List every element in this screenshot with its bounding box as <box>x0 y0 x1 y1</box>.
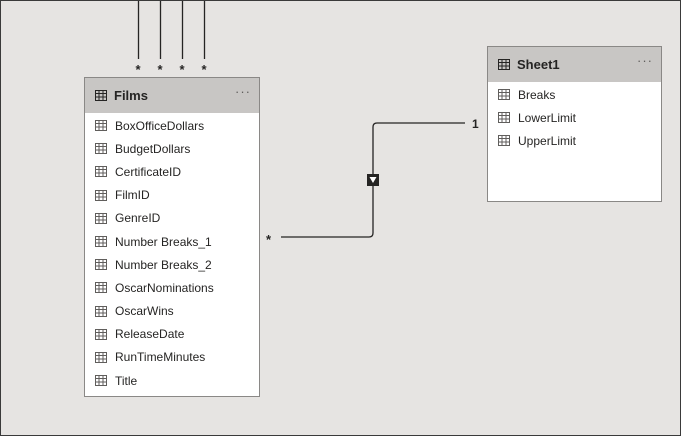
field-run-time-minutes[interactable]: RunTimeMinutes <box>85 346 259 369</box>
field-lower-limit[interactable]: LowerLimit <box>488 106 661 129</box>
field-breaks[interactable]: Breaks <box>488 83 661 106</box>
field-upper-limit[interactable]: UpperLimit <box>488 129 661 152</box>
films-field-list: BoxOfficeDollars BudgetDollars Certifica… <box>85 113 259 392</box>
field-title[interactable]: Title <box>85 369 259 392</box>
field-oscar-nominations[interactable]: OscarNominations <box>85 276 259 299</box>
cardinality-marker-top-4: * <box>202 62 208 77</box>
cardinality-marker-top-2: * <box>158 62 164 77</box>
films-more-options-button[interactable]: ··· <box>235 84 251 99</box>
field-label: Number Breaks_1 <box>115 234 212 249</box>
field-oscar-wins[interactable]: OscarWins <box>85 300 259 323</box>
field-label: FilmID <box>115 188 150 203</box>
field-label: BudgetDollars <box>115 141 191 156</box>
field-label: CertificateID <box>115 164 182 179</box>
field-budget-dollars[interactable]: BudgetDollars <box>85 137 259 160</box>
cardinality-marker-many: * <box>266 232 272 247</box>
films-table-header[interactable]: Films ··· <box>85 78 259 113</box>
field-table-icon <box>95 166 107 178</box>
field-label: OscarWins <box>115 304 174 319</box>
field-label: BoxOfficeDollars <box>115 118 205 133</box>
field-table-icon <box>498 89 510 101</box>
field-table-icon <box>95 305 107 317</box>
field-number-breaks-2[interactable]: Number Breaks_2 <box>85 253 259 276</box>
field-table-icon <box>95 328 107 340</box>
field-table-icon <box>95 259 107 271</box>
field-number-breaks-1[interactable]: Number Breaks_1 <box>85 230 259 253</box>
field-table-icon <box>95 212 107 224</box>
table-grid-icon <box>498 59 510 70</box>
sheet1-table-card[interactable]: Sheet1 ··· Breaks LowerLimit UpperLimit <box>487 46 662 202</box>
films-table-title: Films <box>114 88 148 103</box>
field-table-icon <box>95 236 107 248</box>
field-label: Title <box>115 373 138 388</box>
field-label: UpperLimit <box>518 133 577 148</box>
field-genre-id[interactable]: GenreID <box>85 207 259 230</box>
filter-direction-icon <box>367 174 379 186</box>
field-label: GenreID <box>115 211 161 226</box>
cardinality-marker-top-1: * <box>136 62 142 77</box>
field-table-icon <box>95 282 107 294</box>
films-table-card[interactable]: Films ··· BoxOfficeDollars BudgetDollars… <box>84 77 260 397</box>
field-certificate-id[interactable]: CertificateID <box>85 160 259 183</box>
field-table-icon <box>95 375 107 387</box>
sheet1-table-header[interactable]: Sheet1 ··· <box>488 47 661 82</box>
field-film-id[interactable]: FilmID <box>85 184 259 207</box>
field-label: RunTimeMinutes <box>115 350 206 365</box>
table-grid-icon <box>95 90 107 101</box>
field-label: OscarNominations <box>115 280 214 295</box>
sheet1-table-title: Sheet1 <box>517 57 560 72</box>
field-release-date[interactable]: ReleaseDate <box>85 323 259 346</box>
field-table-icon <box>498 112 510 124</box>
cardinality-marker-top-3: * <box>180 62 186 77</box>
field-label: Breaks <box>518 87 556 102</box>
field-box-office-dollars[interactable]: BoxOfficeDollars <box>85 114 259 137</box>
field-table-icon <box>95 143 107 155</box>
field-table-icon <box>498 135 510 147</box>
cardinality-marker-one: 1 <box>472 117 479 131</box>
sheet1-more-options-button[interactable]: ··· <box>637 53 653 68</box>
field-table-icon <box>95 120 107 132</box>
field-table-icon <box>95 189 107 201</box>
field-label: ReleaseDate <box>115 327 185 342</box>
field-label: LowerLimit <box>518 110 577 125</box>
sheet1-field-list: Breaks LowerLimit UpperLimit <box>488 82 661 153</box>
field-table-icon <box>95 351 107 363</box>
field-label: Number Breaks_2 <box>115 257 212 272</box>
